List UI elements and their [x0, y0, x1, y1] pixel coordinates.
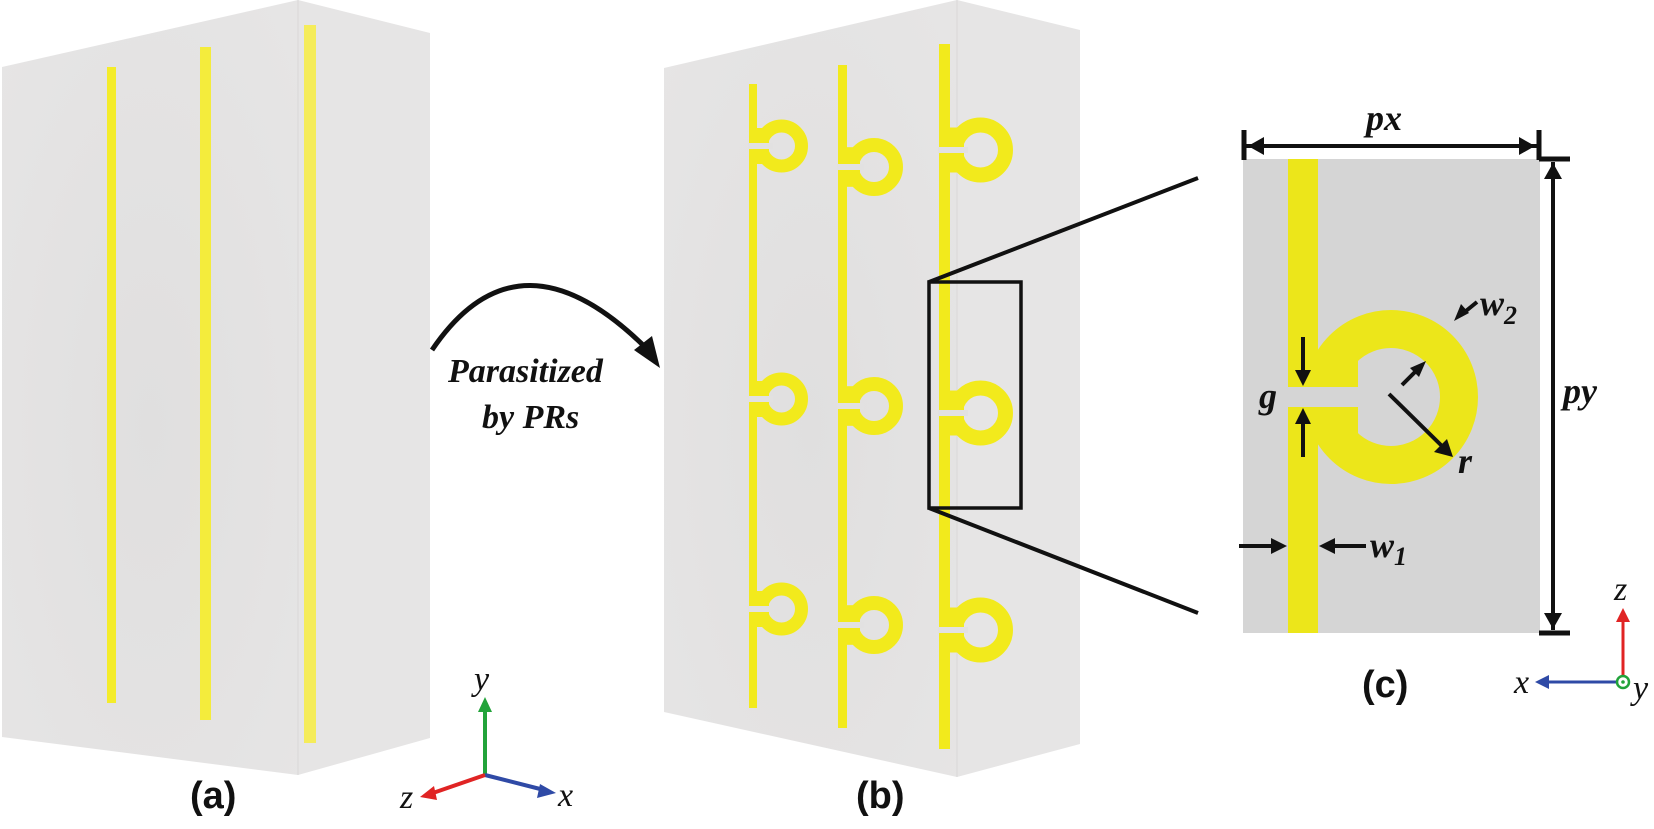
split-gap: [938, 147, 968, 153]
metal-strip: [107, 67, 116, 703]
w1-arrowhead-right: [1319, 538, 1335, 554]
metal-strip: [304, 25, 316, 743]
w2-arrowhead-inner: [1410, 361, 1426, 377]
split-gap: [938, 410, 968, 416]
axes-2d: z x y: [1513, 571, 1649, 707]
axis-y-label: y: [471, 661, 490, 698]
zoom-guide-line-top: [928, 176, 1199, 284]
axis-x-arrowhead: [1535, 675, 1549, 689]
split-gap: [938, 627, 968, 633]
axis-x-label: x: [557, 777, 573, 814]
split-gap: [748, 606, 773, 612]
px-label: px: [1363, 98, 1402, 138]
axis-x-arrowhead: [537, 784, 556, 798]
split-gap: [837, 622, 864, 628]
split-gap: [748, 396, 773, 402]
axes-3d: y x z: [399, 661, 573, 816]
transition-text-line2: by PRs: [482, 399, 579, 436]
panel-b: [664, 0, 1199, 777]
g-label: g: [1258, 376, 1277, 416]
metal-strip: [939, 44, 950, 749]
g-arrowhead-bottom: [1295, 408, 1311, 424]
split-gap: [1288, 387, 1363, 407]
substrate-front-face: [2, 0, 298, 775]
panel-label-c: (c): [1362, 664, 1408, 706]
metal-strip: [200, 47, 211, 720]
axis-x-arrow: [484, 773, 549, 793]
w2-label: w2: [1480, 283, 1517, 330]
split-gap: [748, 143, 773, 149]
transition-text-line1: Parasitized: [447, 353, 604, 390]
zoom-guide-line-bottom: [928, 506, 1199, 615]
r-label: r: [1458, 441, 1473, 481]
split-gap: [837, 403, 864, 409]
split-gap: [837, 164, 864, 170]
resonator-strips: [748, 44, 1013, 749]
metal-strip: [838, 65, 847, 728]
w1-arrowhead-left: [1271, 538, 1287, 554]
axis-x-label: x: [1513, 664, 1529, 701]
g-arrowhead-top: [1295, 370, 1311, 386]
zoom-region-box: [927, 280, 1023, 510]
r-arrowhead: [1434, 439, 1453, 457]
substrate-side-face: [957, 0, 1080, 777]
py-label: py: [1560, 371, 1598, 411]
substrate-side-face: [298, 0, 430, 775]
axis-y-label: y: [1630, 670, 1649, 707]
axis-y-dot: [1621, 680, 1625, 684]
transition-arrow: Parasitized by PRs: [429, 283, 660, 436]
substrate-front-face: [664, 0, 957, 777]
panel-label-b: (b): [856, 775, 905, 817]
w2-arrowhead-outer: [1454, 304, 1469, 321]
w1-label: w1: [1370, 525, 1407, 571]
axis-z-label: z: [1613, 571, 1627, 608]
axis-z-label: z: [399, 779, 413, 816]
panel-label-a: (a): [190, 775, 236, 817]
panel-a: [2, 0, 430, 775]
px-arrowhead-right: [1519, 137, 1535, 155]
py-arrowhead-bottom: [1544, 613, 1562, 629]
axis-z-arrowhead: [420, 786, 437, 800]
r-arrow: [1387, 392, 1447, 451]
py-arrowhead-top: [1544, 163, 1562, 179]
axis-z-arrowhead: [1616, 608, 1630, 622]
curved-arrow-head: [634, 336, 660, 368]
curved-arrow: [429, 283, 652, 354]
px-arrowhead-left: [1248, 137, 1264, 155]
axis-y-arrowhead: [478, 697, 492, 712]
panel-c: px py g r w2 w1: [1239, 98, 1598, 636]
axis-z-arrow: [429, 773, 486, 796]
